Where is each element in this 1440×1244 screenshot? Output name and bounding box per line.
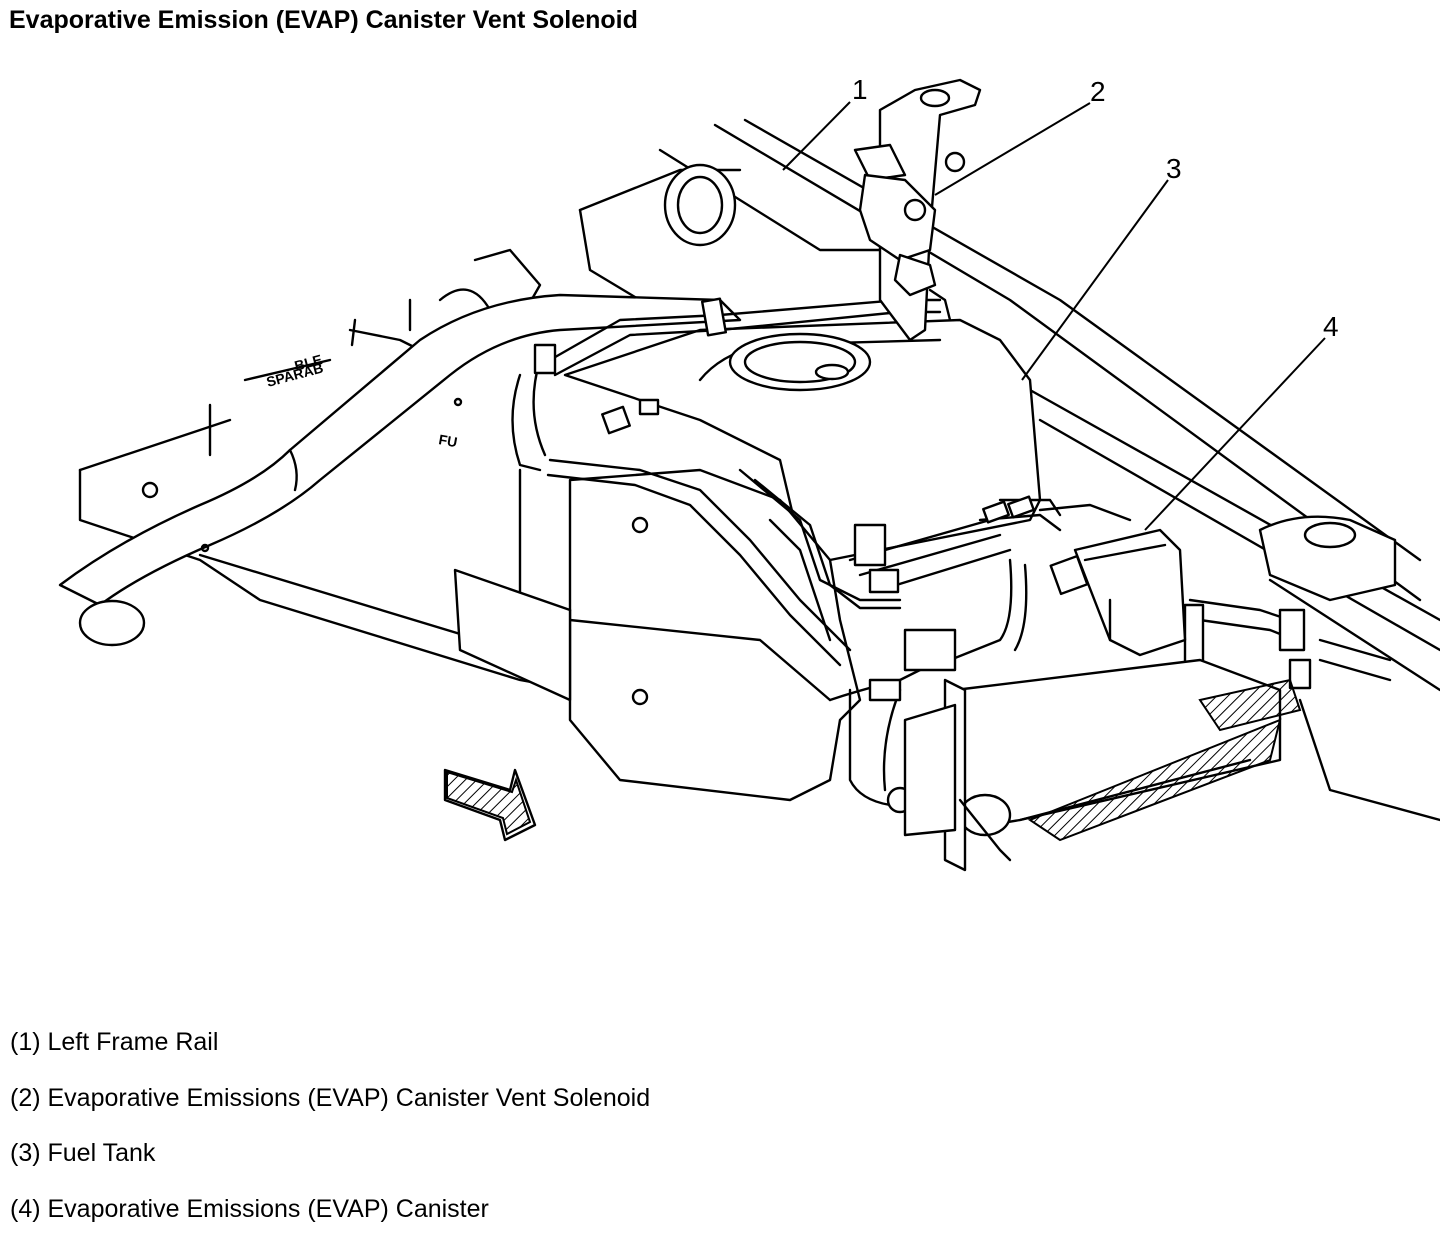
legend: (1) Left Frame Rail (2) Evaporative Emis… <box>10 1022 650 1244</box>
callout-3: 3 <box>1166 153 1182 184</box>
legend-item-2: (2) Evaporative Emissions (EVAP) Caniste… <box>10 1078 650 1134</box>
evap-system-diagram: BLE SPARAB FU <box>0 50 1440 950</box>
callout-2: 2 <box>1090 76 1106 107</box>
legend-item-3: (3) Fuel Tank <box>10 1133 650 1189</box>
legend-item-4: (4) Evaporative Emissions (EVAP) Caniste… <box>10 1189 650 1244</box>
tank-marking-fu: FU <box>437 431 458 450</box>
callout-4: 4 <box>1323 311 1339 342</box>
forward-arrow-icon <box>445 770 535 840</box>
callout-1: 1 <box>852 74 868 105</box>
page-title: Evaporative Emission (EVAP) Canister Ven… <box>9 6 638 35</box>
legend-item-1: (1) Left Frame Rail <box>10 1022 650 1078</box>
